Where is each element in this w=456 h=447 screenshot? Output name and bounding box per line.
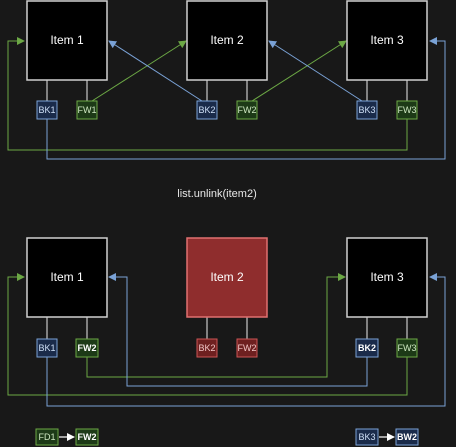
bottom-tag-fw3: FW3 (396, 338, 418, 358)
legend-bk-to: BW2 (397, 432, 417, 442)
top-item-2-label: Item 2 (210, 33, 244, 47)
svg-text:FW1: FW1 (78, 105, 97, 115)
svg-text:FW2: FW2 (238, 343, 257, 353)
svg-text:BK1: BK1 (38, 343, 55, 353)
operation-caption: list.unlink(item2) (177, 188, 256, 200)
svg-text:BK2: BK2 (198, 105, 215, 115)
bottom-tag-bk2-removed: BK2 (196, 338, 218, 358)
bottom-tag-bk2: BK2 (355, 338, 379, 358)
arrow-fw2-relinked-to-item3 (86, 273, 346, 378)
arrow-bk3-to-item2 (268, 40, 363, 102)
arrow-fw2-to-item3 (251, 40, 347, 102)
bottom-tag-fw2-removed: FW2 (236, 338, 258, 358)
bottom-item-2-label: Item 2 (210, 270, 244, 284)
bottom-item-3-label: Item 3 (370, 270, 404, 284)
arrow-bk2-relinked-to-item1 (108, 273, 368, 387)
svg-text:BK3: BK3 (358, 105, 375, 115)
legend-bk-from: BK3 (358, 432, 375, 442)
svg-text:FW3: FW3 (398, 343, 417, 353)
top-tag-bk3: BK3 (356, 100, 378, 120)
svg-text:BK1: BK1 (38, 105, 55, 115)
arrow-fw1-to-item2 (91, 40, 187, 102)
bottom-item-1-label: Item 1 (50, 270, 84, 284)
legend-fd: FD1 FW2 (35, 428, 99, 446)
arrow-bk1-wrap-to-item3 (46, 37, 446, 160)
svg-text:FW2: FW2 (78, 343, 97, 353)
arrow-bk1-wrap-bottom (46, 273, 446, 407)
bottom-item-2-removed: Item 2 (186, 237, 268, 318)
svg-text:BK2: BK2 (198, 343, 215, 353)
top-tag-fw2: FW2 (236, 100, 258, 120)
arrow-fw3-wrap-bottom (7, 273, 408, 396)
top-item-3-label: Item 3 (370, 33, 404, 47)
top-tag-bk1: BK1 (36, 100, 58, 120)
top-item-2: Item 2 (186, 0, 268, 81)
bottom-tag-fw2: FW2 (75, 338, 99, 358)
bottom-item-3: Item 3 (346, 237, 428, 318)
top-tag-fw3: FW3 (396, 100, 418, 120)
svg-text:FW2: FW2 (238, 105, 257, 115)
arrow-fw3-wrap-to-item1 (7, 37, 408, 151)
bottom-item-1: Item 1 (26, 237, 108, 318)
bottom-tag-bk1: BK1 (36, 338, 58, 358)
legend-bk: BK3 BW2 (355, 428, 419, 446)
legend-fd-from: FD1 (38, 432, 55, 442)
top-item-1: Item 1 (26, 0, 108, 81)
arrow-bk2-to-item1 (108, 40, 203, 102)
svg-text:BK2: BK2 (358, 343, 376, 353)
top-tag-fw1: FW1 (76, 100, 98, 120)
top-tag-bk2: BK2 (196, 100, 218, 120)
svg-text:FW3: FW3 (398, 105, 417, 115)
top-item-3: Item 3 (346, 0, 428, 81)
legend-fd-to: FW2 (78, 432, 97, 442)
top-item-1-label: Item 1 (50, 33, 84, 47)
